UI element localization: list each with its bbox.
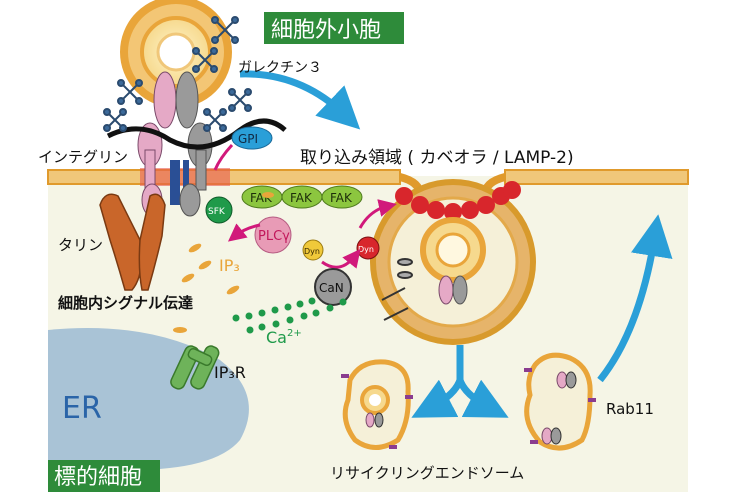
plcg-label: PLCγ [258,229,290,244]
vesicle-receptors [381,258,413,321]
er-label: ER [62,391,102,426]
target-cell-title-box [48,460,160,492]
plcg-arrow [227,223,261,242]
recycling-endosome-label: リサイクリングエンドソーム [330,464,524,482]
fak-label-3: FAK [330,191,353,205]
ip3r-channel [170,345,220,390]
fak-cluster [241,185,363,209]
fak-label-2: FAK [290,191,313,205]
exosome-title-box [264,12,404,44]
rab11-label: Rab11 [606,400,654,418]
calcium-label: Ca2+ [266,328,302,347]
gpi-label: GPI [238,132,258,146]
glycan-chain [106,118,287,150]
plcg-protein [254,216,292,254]
integrin-label: インテグリン [38,148,128,166]
calcium-text: Ca [266,328,287,347]
recycling-endosome-right [524,352,596,451]
recycling-arrow [597,214,673,383]
plasma-membrane-right [504,169,689,185]
gpi-protein [231,126,273,150]
dyn-inactive [302,239,324,261]
coat-proteins [395,181,521,221]
recycling-endosome-left [341,359,413,450]
dyn-recruit-arrow [358,199,397,229]
galectin3-label: ガレクチン３ [238,60,322,76]
exosome-title: 細胞外小胞 [271,18,381,43]
talin-label: タリン [58,236,103,254]
sfk-label: SFK [208,207,226,217]
dyn-label-active: Dyn [358,245,374,254]
galectin3-molecules [103,16,252,132]
talin-protein [99,193,166,291]
uptake-arrow [239,70,361,130]
sorting-arrow-right [456,378,509,418]
internalized-receptor [438,275,468,305]
calcium-dots [232,297,347,334]
dyn-active [356,236,380,260]
ip3-label: IP₃ [219,256,240,275]
dyn-activation-arrow [321,248,361,269]
signaling-label: 細胞内シグナル伝達 [58,294,193,312]
ip3r-label: IP₃R [214,363,246,382]
can-label: CaN [319,281,344,295]
calcium-superscript: 2+ [287,328,302,339]
sfk-protein [205,196,233,224]
ip3-molecules [173,192,274,333]
gpi-anchor [213,143,234,171]
uptake-region-label: 取り込み領域 ( カベオラ / LAMP-2) [300,148,574,168]
dyn-label-inactive: Dyn [304,247,320,256]
can-protein [314,268,352,306]
target-cell-title: 標的細胞 [54,465,142,490]
